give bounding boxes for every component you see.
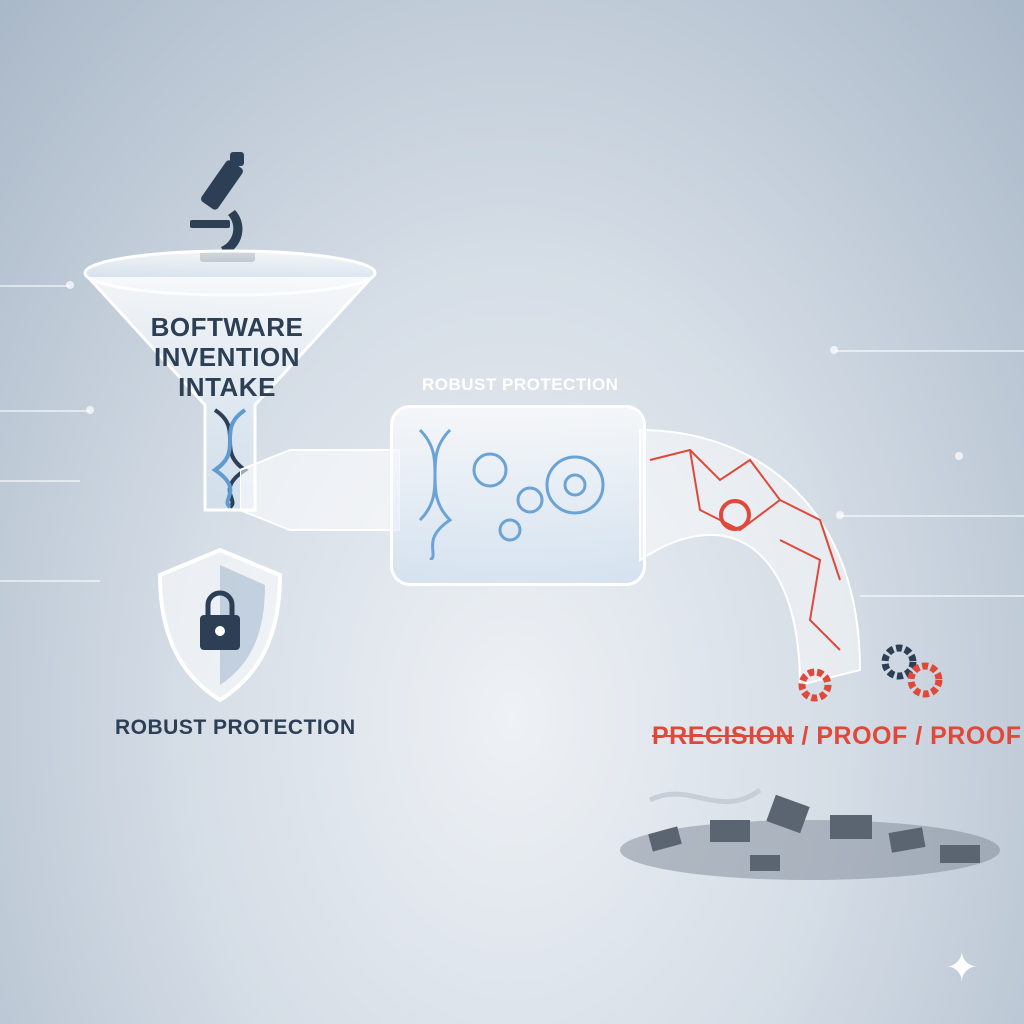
circuit-node: [955, 452, 963, 460]
sparkle-icon: ✦: [945, 946, 979, 990]
output-label: PRECISION / PROOF / PROOF: [652, 722, 1022, 751]
cracked-pipe: [639, 428, 862, 687]
debris-pile: [620, 787, 1000, 880]
nozzle-connector: [240, 449, 400, 531]
funnel-line-1: BOFTWARE: [150, 312, 304, 342]
circuit-line: [0, 410, 90, 412]
gear-icon: [881, 644, 943, 698]
funnel-line-2: INVENTION: [153, 342, 301, 372]
gears-dna-icon: [418, 428, 605, 560]
lock-shield-icon: [157, 547, 283, 703]
circuit-node: [836, 511, 844, 519]
pipe-label: ROBUST PROTECTION: [422, 375, 619, 394]
circuit-line: [840, 515, 1024, 517]
funnel-line-3: INTAKE: [178, 372, 276, 402]
circuit-node: [830, 346, 838, 354]
circuit-line: [835, 350, 1024, 352]
circuit-line: [0, 580, 100, 582]
circuit-node: [86, 406, 94, 414]
circuit-line: [860, 595, 1024, 597]
output-rest: / PROOF / PROOF: [794, 722, 1022, 750]
circuit-line: [0, 285, 70, 287]
gear-icon: [798, 668, 832, 702]
shield-label: ROBUST PROTECTION: [115, 716, 356, 739]
circuit-node: [66, 281, 74, 289]
circuit-line: [0, 480, 80, 482]
funnel-title: BOFTWARE INVENTION INTAKE: [127, 312, 327, 402]
struck-word: PRECISION: [652, 722, 795, 750]
